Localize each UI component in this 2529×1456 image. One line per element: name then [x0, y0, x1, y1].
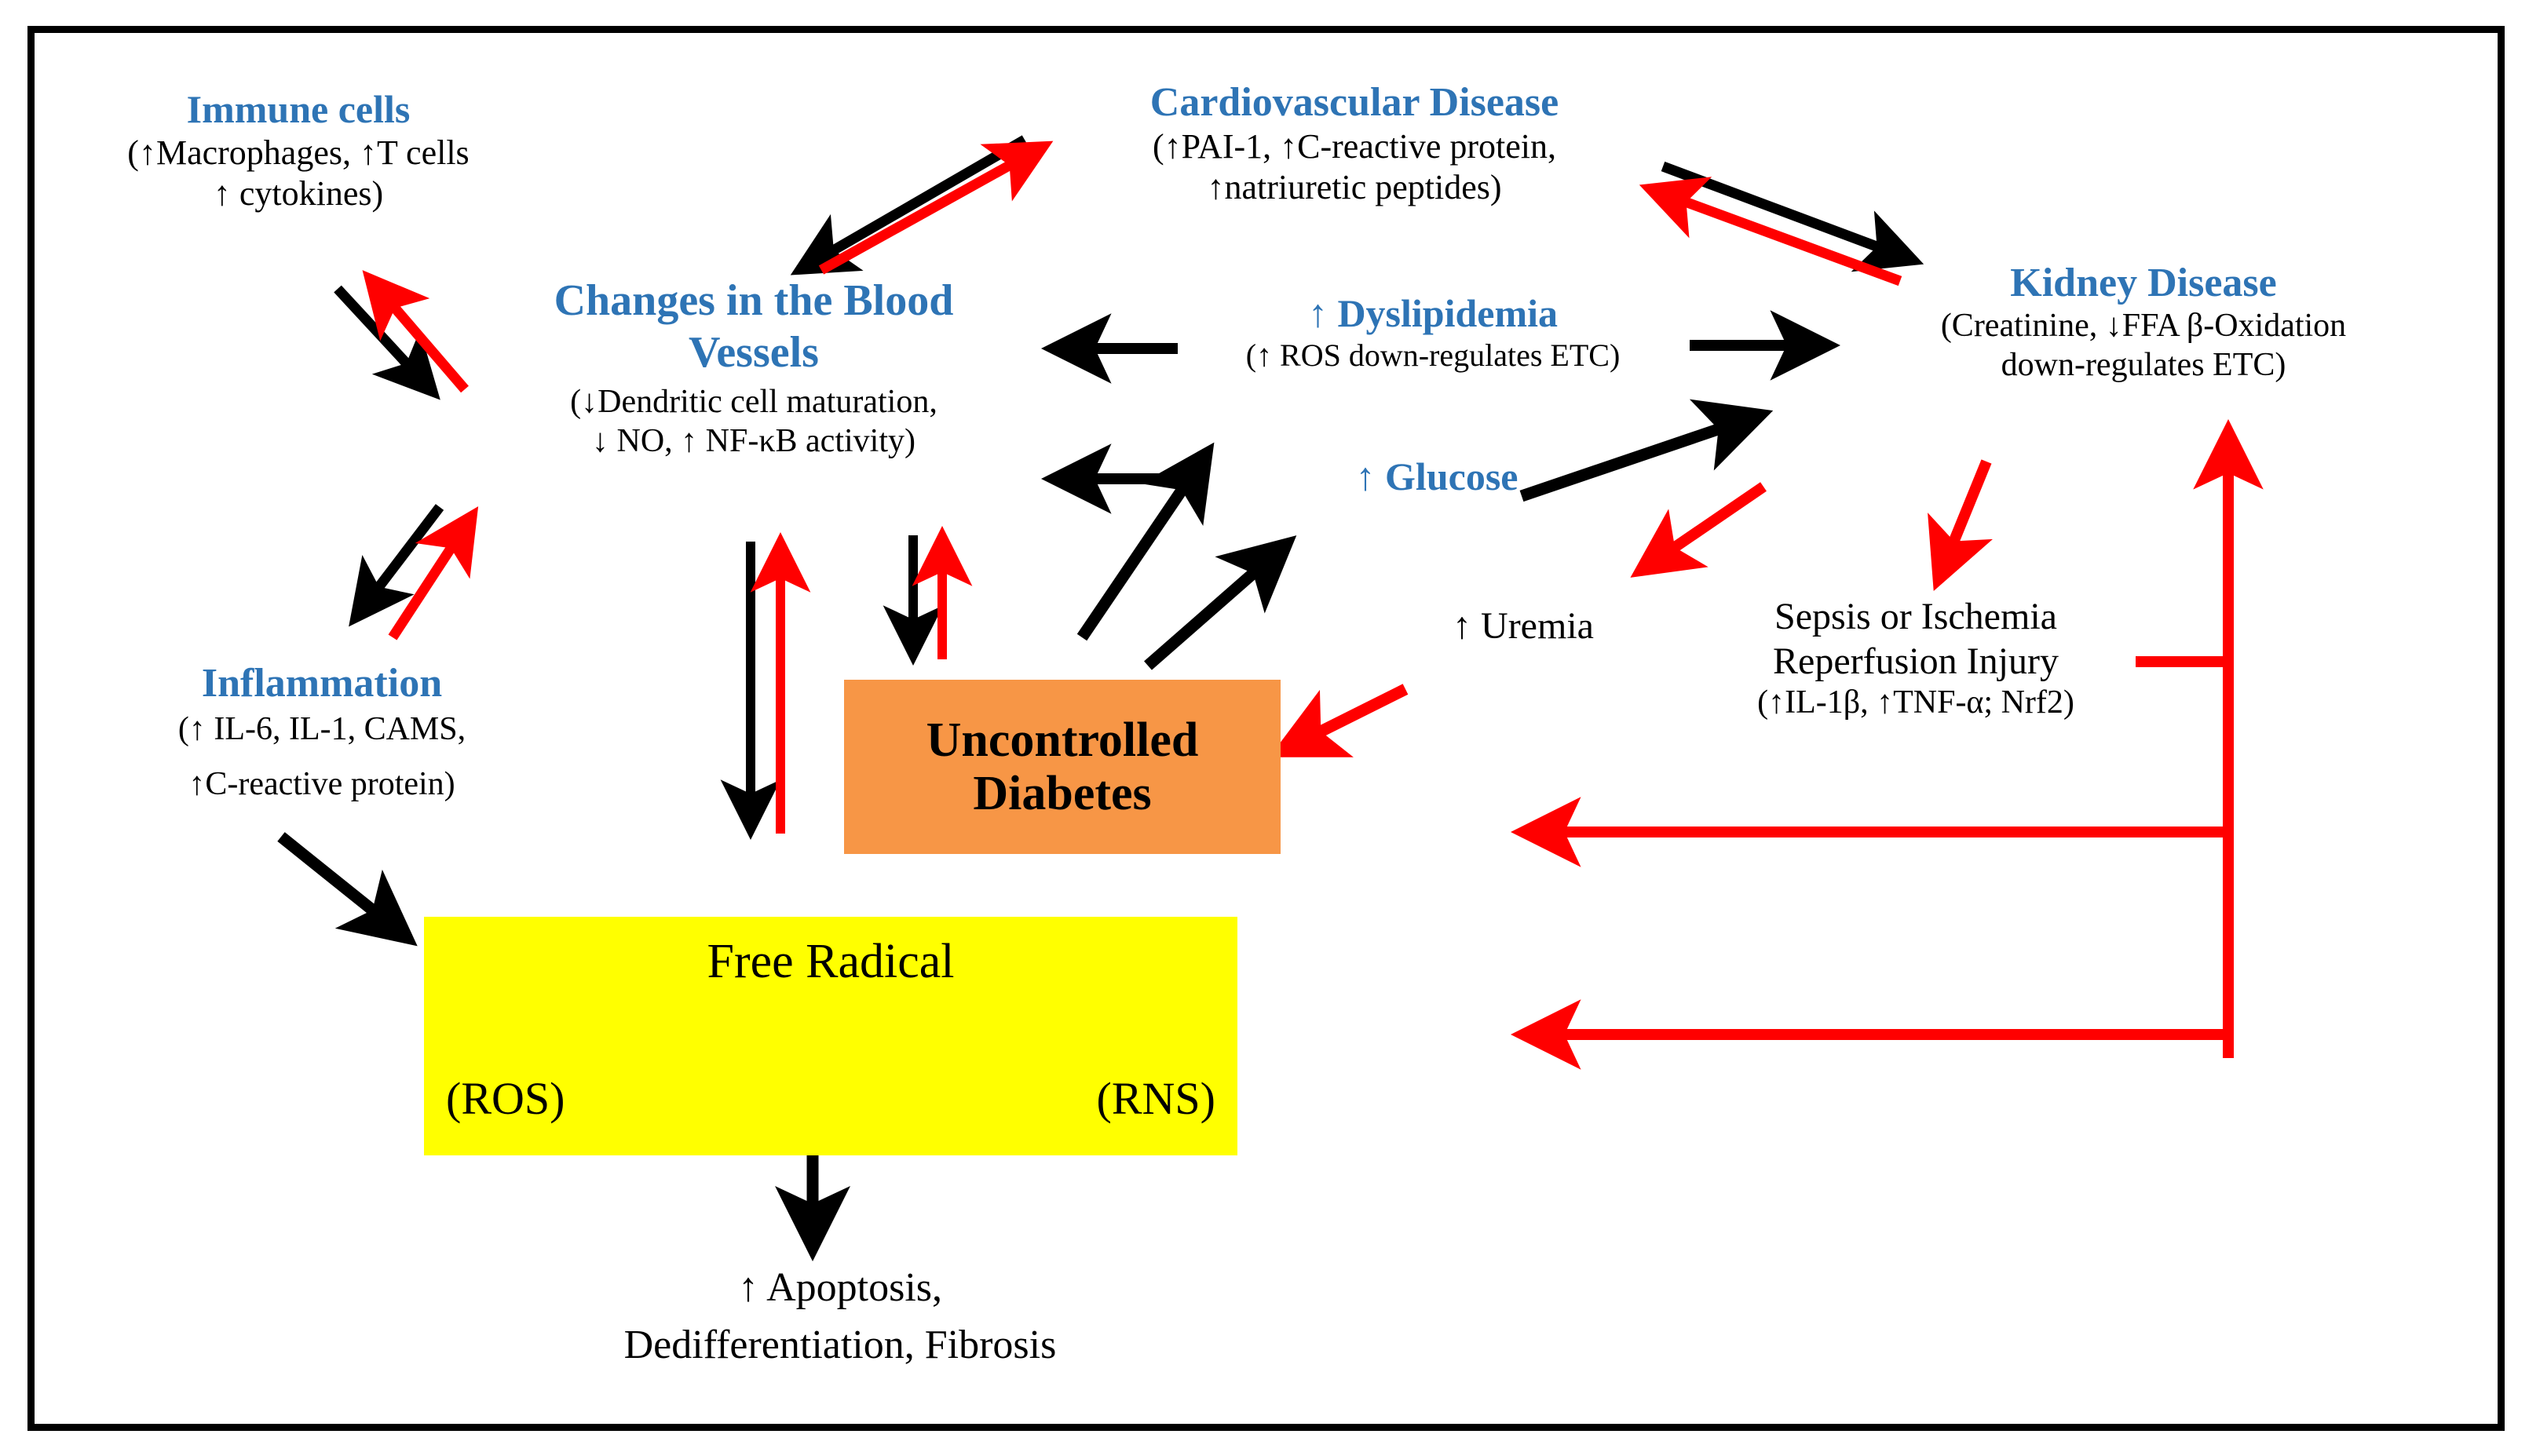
arrow-kidney-to-uremia [1630, 482, 1767, 578]
node-uncontrolled-diabetes: Uncontrolled Diabetes [844, 680, 1281, 854]
node-immune-cells: Immune cells (↑Macrophages, ↑T cells ↑ c… [47, 86, 550, 214]
arrow-cvd-to-vessels [790, 135, 1028, 276]
arrow-vessels-to-cvd [818, 140, 1054, 275]
sepsis-line3: (↑IL-1β, ↑TNF-α; Nrf2) [1757, 684, 2074, 721]
arrow-kidney-to-sepsis [1928, 459, 1994, 591]
arrow-glucose-to-kidney [1519, 399, 1774, 502]
arrow-cvd-to-kidney [1661, 161, 1924, 272]
cvd-line1: (↑PAI-1, ↑C-reactive protein, [1152, 127, 1556, 166]
blood-vessels-heading-line2: Vessels [689, 328, 819, 378]
blood-vessels-line2: ↓ NO, ↑ NF-κB activity) [592, 422, 915, 459]
node-glucose: ↑ Glucose [1272, 454, 1602, 500]
kidney-disease-heading: Kidney Disease [2010, 261, 2277, 305]
node-cardiovascular-disease: Cardiovascular Disease (↑PAI-1, ↑C-react… [1029, 78, 1680, 208]
arrow-inflammation-to-free-radical [277, 832, 418, 947]
uremia-label: ↑ Uremia [1453, 605, 1594, 647]
inflammation-line2: ↑C-reactive protein) [188, 765, 455, 802]
cvd-line2: ↑natriuretic peptides) [1207, 168, 1502, 207]
node-blood-vessels: Changes in the Blood Vessels (↓Dendritic… [448, 275, 1060, 461]
outcomes-line2: Dedifferentiation, Fibrosis [623, 1323, 1057, 1368]
arrow-vessels-to-immune [362, 270, 469, 393]
immune-cells-heading: Immune cells [186, 87, 411, 131]
uncontrolled-diabetes-line2: Diabetes [973, 767, 1152, 820]
kidney-disease-line1: (Creatinine, ↓FFA β-Oxidation [1940, 308, 2347, 345]
free-radical-left: (ROS) [446, 1073, 565, 1124]
node-sepsis: Sepsis or Ischemia Reperfusion Injury (↑… [1665, 595, 2167, 723]
node-outcomes: ↑ Apoptosis, Dedifferentiation, Fibrosis [471, 1264, 1209, 1370]
blood-vessels-heading-line1: Changes in the Blood [554, 276, 954, 325]
cvd-heading: Cardiovascular Disease [1149, 80, 1559, 125]
blood-vessels-line1: (↓Dendritic cell maturation, [570, 384, 937, 421]
node-uremia: ↑ Uremia [1390, 604, 1657, 649]
node-inflammation: Inflammation (↑ IL-6, IL-1, CAMS, ↑C-rea… [79, 659, 565, 804]
uncontrolled-diabetes-line1: Uncontrolled [926, 713, 1199, 767]
arrow-inflammation-to-vessels [388, 506, 479, 640]
arrow-diabetes-to-dyslipidemia [1076, 442, 1215, 641]
arrow-uremia-to-diabetes [1269, 684, 1409, 757]
immune-cells-line1: (↑Macrophages, ↑T cells [127, 133, 470, 172]
free-radical-right: (RNS) [1096, 1073, 1215, 1124]
diagram-frame-border [27, 26, 2505, 1431]
node-kidney-disease: Kidney Disease (Creatinine, ↓FFA β-Oxida… [1829, 259, 2458, 385]
inflammation-heading: Inflammation [201, 661, 443, 706]
kidney-disease-line2: down-regulates ETC) [2001, 346, 2286, 383]
sepsis-line1: Sepsis or Ischemia [1774, 596, 2057, 637]
dyslipidemia-line1: (↑ ROS down-regulates ETC) [1245, 338, 1621, 373]
dyslipidemia-heading: ↑ Dyslipidemia [1307, 291, 1559, 335]
immune-cells-line2: ↑ cytokines) [213, 173, 384, 213]
node-free-radical: Free Radical (ROS) (RNS) [424, 917, 1237, 1155]
sepsis-line2: Reperfusion Injury [1773, 640, 2059, 682]
inflammation-line1: (↑ IL-6, IL-1, CAMS, [177, 711, 466, 748]
arrow-kidney-to-cvd [1639, 177, 1902, 286]
outcomes-line1: ↑ Apoptosis, [737, 1265, 943, 1310]
arrow-diabetes-to-glucose [1144, 535, 1297, 670]
arrow-vessels-to-inflammation [349, 504, 444, 627]
node-dyslipidemia: ↑ Dyslipidemia (↑ ROS down-regulates ETC… [1178, 290, 1688, 374]
glucose-heading: ↑ Glucose [1355, 454, 1518, 498]
free-radical-heading: Free Radical [707, 935, 955, 988]
